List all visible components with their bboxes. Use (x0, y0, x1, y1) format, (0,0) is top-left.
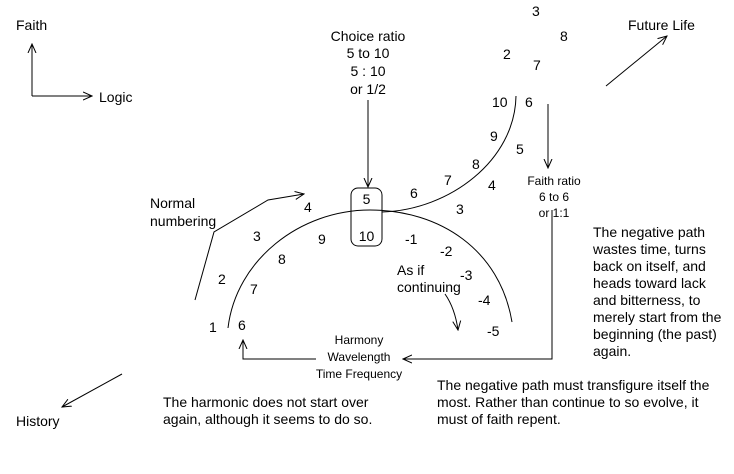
normal-numbering-arrow (194, 194, 304, 301)
negative-return-path (403, 210, 553, 359)
float-number: 3 (532, 3, 540, 19)
outer-number: 2 (218, 271, 226, 287)
outer-number: 4 (304, 199, 312, 215)
harmonic-note: The harmonic does not start over again, … (163, 394, 373, 427)
history-label: History (16, 413, 60, 429)
as-if-continuing-label: As if (397, 262, 425, 278)
wavelength-label: Wavelength (327, 350, 391, 364)
future-life-arrow (605, 36, 667, 87)
negative-path-waste-note: The negative path wastes time, turns bac… (593, 224, 722, 359)
harmony-label: Harmony (334, 333, 384, 347)
inner-number: 6 (238, 317, 246, 333)
negative-path-transfigure-note: The negative path must transfigure itsel… (437, 377, 710, 427)
lower-arc-number: 5 (516, 141, 524, 157)
upper-arc-number: 8 (472, 156, 480, 172)
choice-five: 5 (362, 191, 371, 207)
faith-six-number: 6 (525, 94, 533, 110)
harmony-return-path (243, 340, 316, 360)
negative-number: -3 (460, 267, 473, 283)
choice-ten: 10 (358, 228, 375, 244)
as-if-continuing-label: continuing (397, 279, 461, 295)
upper-arc-number: 9 (490, 128, 498, 144)
lower-arch (227, 209, 513, 329)
negative-number: -5 (487, 323, 500, 339)
outer-number: 3 (253, 228, 261, 244)
choice-ratio-line: or 1/2 (350, 81, 386, 97)
future-life-label: Future Life (628, 17, 695, 33)
faith-label: Faith (16, 17, 48, 33)
inner-number: 7 (250, 281, 258, 297)
choice-box (350, 187, 383, 247)
float-number: 8 (560, 28, 568, 44)
negative-number: -2 (440, 243, 453, 259)
time-frequency-label: Time Frequency (315, 367, 403, 381)
choice-ratio-line: 5 to 10 (346, 45, 390, 61)
negative-number: -4 (478, 292, 491, 308)
lower-arc-number: 4 (488, 177, 496, 193)
choice-ratio-title: Choice ratio (330, 28, 406, 44)
logic-label: Logic (99, 89, 133, 105)
normal-numbering-label: Normal (150, 195, 196, 211)
faith-ratio-line: 6 to 6 (538, 190, 570, 204)
as-if-continuing-arrow (444, 293, 458, 330)
outer-number: 1 (209, 319, 217, 335)
choice-ratio-line: 5 : 10 (350, 63, 386, 79)
faith-ratio-line: or 1:1 (538, 206, 570, 220)
upper-arc-number: 7 (444, 172, 452, 188)
normal-numbering-label: numbering (150, 213, 217, 229)
faith-ratio-title: Faith ratio (527, 174, 581, 188)
float-number: 2 (503, 46, 511, 62)
inner-number: 9 (318, 231, 326, 247)
history-arrow (62, 373, 123, 407)
negative-number: -1 (405, 231, 418, 247)
float-number: 7 (533, 57, 541, 73)
inner-number: 8 (278, 251, 286, 267)
upper-arc-number: 10 (492, 94, 508, 110)
upper-arc-number: 6 (410, 185, 418, 201)
upper-arc (381, 95, 517, 213)
lower-arc-number: 3 (456, 201, 464, 217)
